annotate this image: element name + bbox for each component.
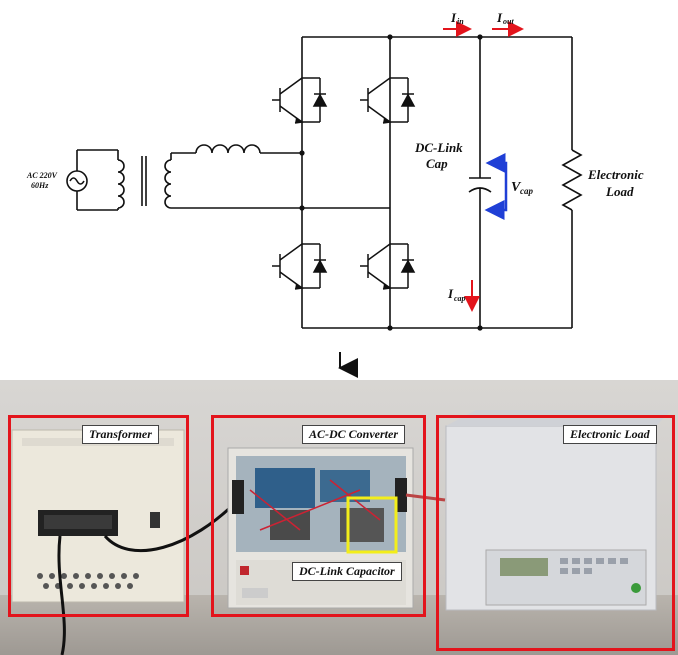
transformer-symbol (117, 150, 300, 210)
dc-link-capacitor (468, 37, 492, 328)
i-out-label: I (496, 10, 503, 25)
transformer-tag: Transformer (82, 425, 159, 444)
igbt-switch (360, 243, 416, 290)
igbt-switch (272, 77, 328, 124)
junction-dot (387, 34, 393, 40)
junction-dot (299, 205, 305, 211)
transformer-box (8, 415, 189, 617)
circuit-schematic: AC 220V 60Hz DC-Link Cap V cap I in I ou… (26, 10, 644, 378)
v-cap-arrow (484, 161, 508, 220)
ac-source (66, 149, 118, 211)
capacitor-highlight (346, 496, 398, 554)
igbt-switch (272, 243, 328, 290)
converter-tag: AC-DC Converter (302, 425, 406, 444)
bridge-wiring (300, 36, 572, 329)
inductor (195, 144, 302, 154)
ac-source-label: 60Hz (31, 181, 49, 190)
junction-dot (387, 325, 393, 331)
converter-box (211, 415, 426, 617)
electronic-load-unit (445, 410, 672, 611)
ac-source-label: AC 220V (26, 171, 58, 180)
i-out-label-sub: out (503, 17, 514, 26)
capacitor-tag: DC-Link Capacitor (292, 562, 402, 581)
hardware-photo: Transformer AC-DC Converter Electronic L… (0, 380, 678, 655)
load-box (436, 415, 675, 651)
dc-link-label: Cap (426, 156, 448, 171)
junction-dot (299, 150, 305, 156)
load-tag: Electronic Load (563, 425, 657, 444)
load-label: Electronic (587, 167, 644, 182)
i-cap-label: I (447, 286, 454, 301)
v-cap-label-sub: cap (520, 186, 533, 196)
i-in-label: I (450, 10, 457, 25)
igbt-switch (360, 77, 416, 124)
v-cap-label: V (511, 180, 522, 195)
load-resistor (561, 37, 583, 328)
load-label: Load (605, 184, 634, 199)
i-cap-label-sub: cap (454, 294, 466, 303)
i-in-label-sub: in (457, 17, 464, 26)
dc-link-label: DC-Link (414, 140, 463, 155)
